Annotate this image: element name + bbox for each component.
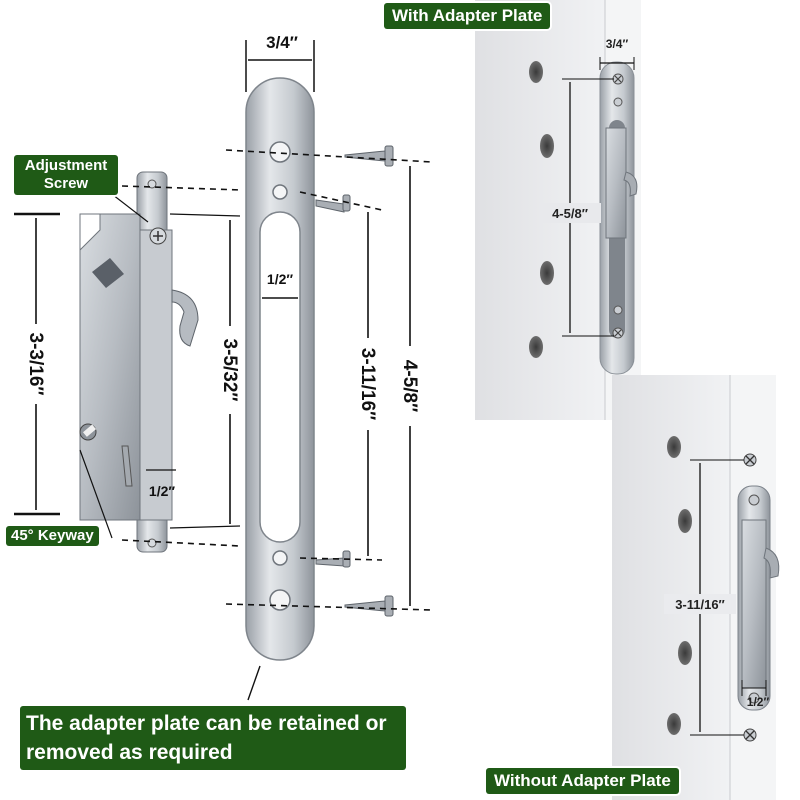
dim-slot-width: 1/2″ xyxy=(267,271,293,287)
dim-without-plate-width: 1/2″ xyxy=(747,695,770,709)
adjustment-screw-text: Adjustment Screw xyxy=(24,157,108,192)
dim-latch-height-group: 3-3/16″ xyxy=(24,324,50,404)
dim-faceplate-height: 3-5/32″ xyxy=(219,339,240,402)
adjustment-screw-label: Adjustment Screw xyxy=(14,155,118,195)
screw-icon xyxy=(344,145,394,167)
door-hole xyxy=(678,641,692,665)
door-hole xyxy=(678,509,692,533)
dim-without-plate-holes: 3-11/16″ xyxy=(675,597,725,612)
dim-inner-holes-group: 3-11/16″ xyxy=(356,338,382,430)
door-with-adapter: 3/4″ 4-5/8″ xyxy=(475,0,641,420)
without-adapter-label: Without Adapter Plate xyxy=(486,768,679,794)
dim-outer-holes: 4-5/8″ xyxy=(399,360,420,412)
with-adapter-label: With Adapter Plate xyxy=(384,3,551,29)
door-hole xyxy=(667,713,681,735)
door-hole xyxy=(667,436,681,458)
dim-outer-holes-group: 4-5/8″ xyxy=(398,346,424,426)
door-hole xyxy=(540,261,554,285)
screw-icon xyxy=(315,194,351,213)
door-hole xyxy=(529,336,543,358)
dim-faceplate-height-group: 3-5/32″ xyxy=(218,326,244,414)
dim-latch-height: 3-3/16″ xyxy=(25,333,46,396)
dim-with-plate-holes: 4-5/8″ xyxy=(552,206,588,221)
adapter-note: The adapter plate can be retained or rem… xyxy=(20,706,406,770)
dim-plate-width: 3/4″ xyxy=(266,33,298,52)
dim-inner-holes: 3-11/16″ xyxy=(357,348,378,421)
door-hole xyxy=(529,61,543,83)
door-without-adapter: 3-11/16″ 1/2″ xyxy=(612,375,780,800)
screw-icon xyxy=(344,595,394,617)
dim-with-plate-width: 3/4″ xyxy=(606,37,629,51)
dim-latch-width: 1/2″ xyxy=(149,483,175,499)
keyway-label: 45° Keyway xyxy=(6,526,99,546)
mortise-lock xyxy=(79,171,199,553)
adapter-plate xyxy=(245,77,315,661)
door-hole xyxy=(540,134,554,158)
